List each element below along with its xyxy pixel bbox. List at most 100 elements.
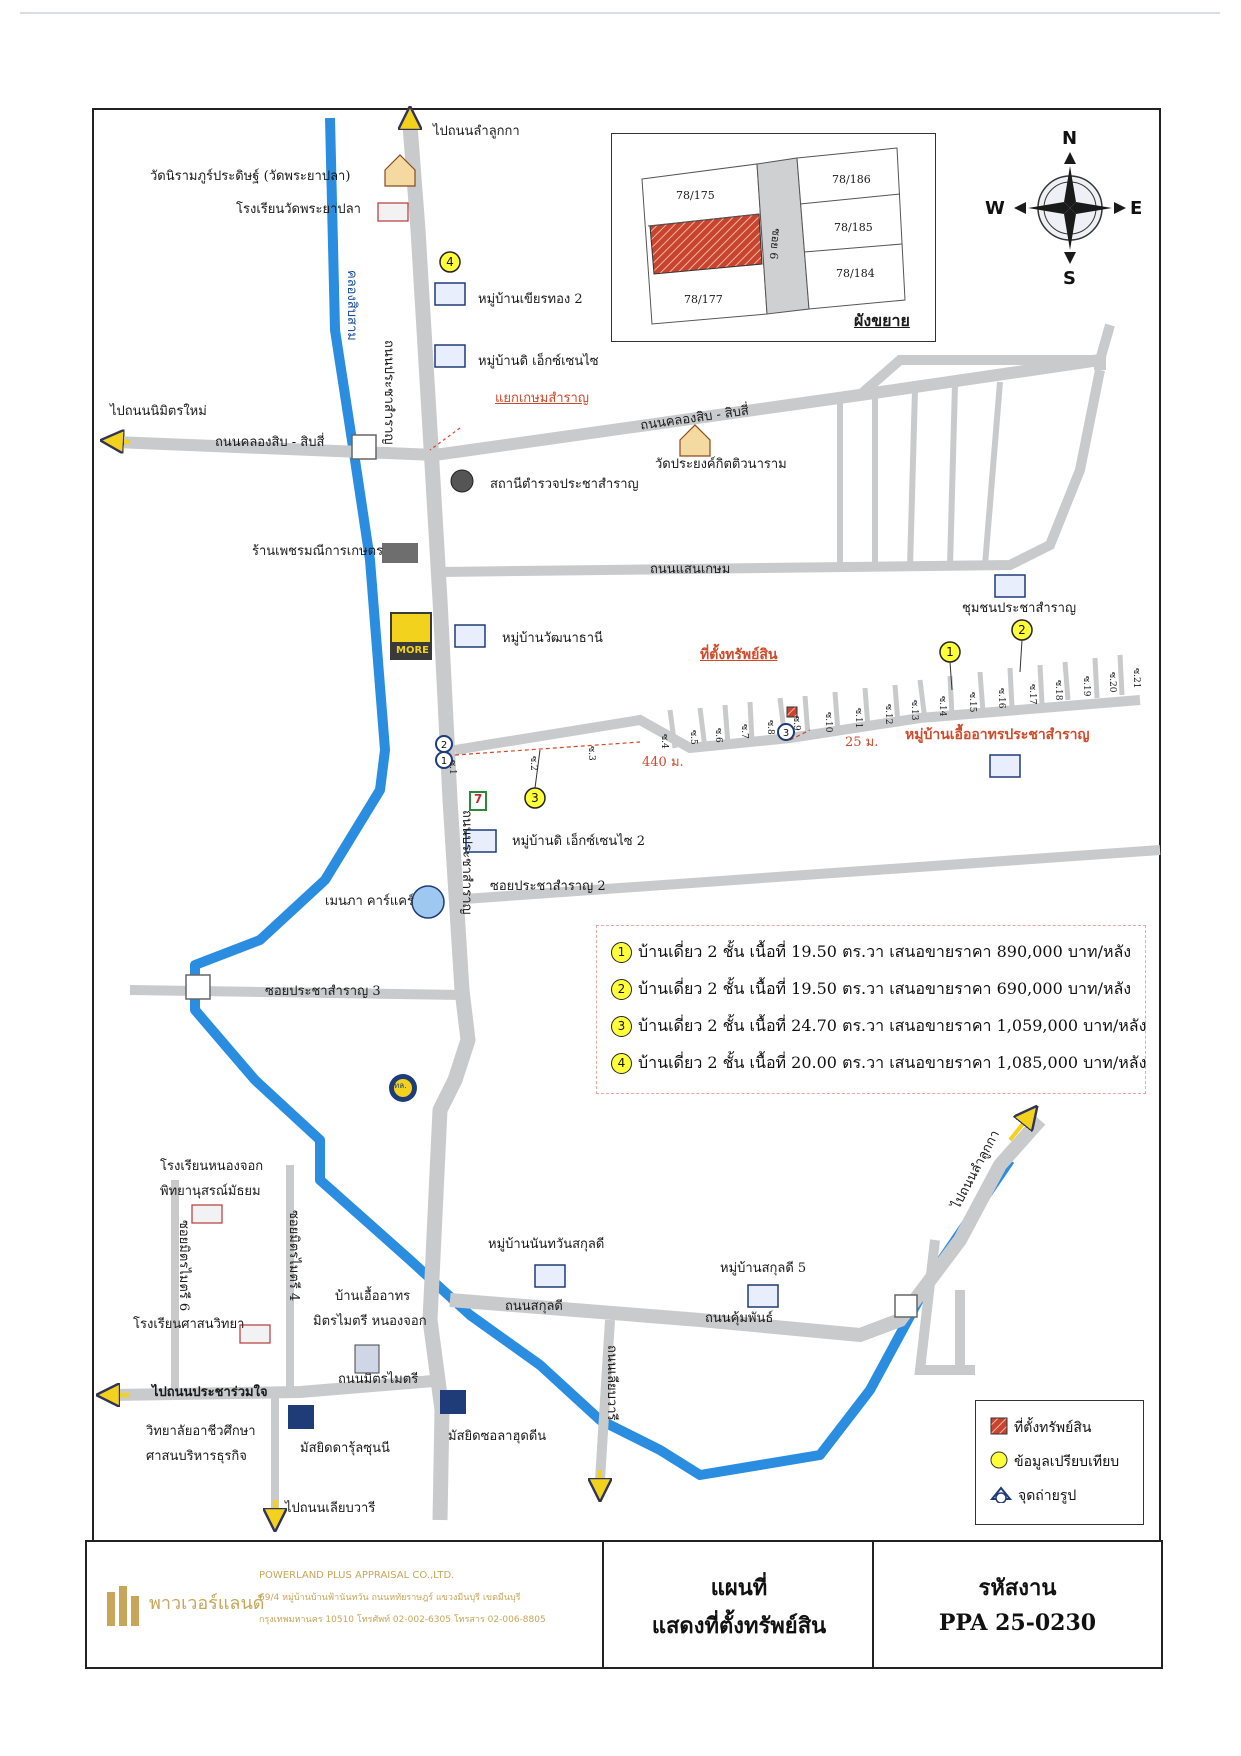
key-comparable-label: ข้อมูลเปรียบเทียบ (1014, 1454, 1120, 1470)
soi-label: ซ.20 (1107, 672, 1117, 693)
school-sasana-label: โรงเรียนศาสนวิทยา (133, 1317, 245, 1332)
seven-eleven-text: 7 (474, 792, 483, 806)
soi-label: ซ.17 (1027, 684, 1037, 705)
nursery-label: เมนภา คาร์แคร์ (325, 894, 414, 909)
svg-text:2: 2 (441, 740, 447, 751)
company-name: POWERLAND PLUS APPRAISAL CO.,LTD. (259, 1570, 455, 1581)
job-code-value: PPA 25-0230 (938, 1610, 1097, 1636)
svg-text:1: 1 (946, 645, 954, 659)
to-nimit-mai-label: ไปถนนนิมิตรใหม่ (110, 404, 207, 419)
nursery-icon (411, 885, 445, 919)
liap-wari-road-label: ถนนเลียบวารี (604, 1345, 619, 1421)
kum-phan-road-label: ถนนคุ้มพันธ์ (705, 1311, 774, 1326)
school-phra-ya-pla-label: โรงเรียนวัดพระยาปลา (236, 202, 361, 217)
road-soi-2 (449, 845, 1161, 905)
village-excellence-label: หมู่บ้านดิ เอ็กซ์เซนไซ (478, 354, 599, 369)
village-4-label: หมู่บ้านเขียรทอง 2 (478, 292, 583, 307)
soi-label: ซ.18 (1053, 680, 1063, 701)
soi-label: ซ.3 (586, 746, 596, 761)
property-hatch-icon (990, 1417, 1008, 1435)
intersection-label: แยกเกษมสำราญ (495, 391, 589, 406)
village-wattana-label: หมู่บ้านวัฒนาธานี (502, 631, 603, 646)
job-code-label: รหัสงาน (978, 1575, 1057, 1601)
soi-mit-maitri-6-label: ซอยมิตรไมตรี 6 (176, 1220, 191, 1312)
village-nanthawan-label: หมู่บ้านนันทวันสกุลดี (488, 1237, 605, 1252)
plot-78-186: 78/186 (832, 173, 871, 186)
wat-prayong-label: วัดประยงค์กิตติวนาราม (655, 457, 787, 472)
mosque-label-2: มัสยิดซอลาฮุดดีน (448, 1429, 547, 1444)
key-row-photo: จุดถ่ายรูป (989, 1485, 1076, 1507)
soi-label: ซ.13 (909, 700, 919, 721)
soi-label: ซ.19 (1081, 676, 1091, 697)
mosque-label-1: มัสยิดดารุ้ลซุนนี (300, 1441, 390, 1456)
comparable-number: 1 (611, 942, 632, 963)
comparable-text: บ้านเดี่ยว 2 ชั้น เนื้อที่ 24.70 ตร.วา เ… (638, 1016, 1147, 1035)
comparable-number: 2 (611, 979, 632, 1000)
soi-3-label: ซอยประชาสำราญ 3 (265, 984, 381, 999)
soi-label: ซ.14 (937, 696, 947, 717)
soi-label: ซ.15 (967, 692, 977, 713)
logo-text: พาวเวอร์แลนด์ (149, 1593, 265, 1614)
distance-25-label: 25 ม. (845, 735, 879, 750)
road-pracha-samran (402, 124, 476, 1521)
soi-label: ซ.5 (688, 730, 698, 745)
inset-plan: 78/175 78/177 78/186 78/185 78/184 ซอย 6… (611, 133, 936, 342)
distance-440-label: 440 ม. (642, 755, 684, 770)
svg-text:4: 4 (446, 255, 454, 269)
comparable-text: บ้านเดี่ยว 2 ชั้น เนื้อที่ 19.50 ตร.วา เ… (638, 979, 1132, 998)
mit-maitri-road-label: ถนนมิตรไมตรี (338, 1372, 419, 1387)
subject-village-label: หมู่บ้านเอื้ออาทรประชาสำราญ (905, 727, 1090, 743)
sakul-dee-road-label: ถนนสกุลดี (505, 1299, 563, 1314)
temple-icons (384, 154, 711, 457)
to-liap-wari-label: ไปถนนเลียบวารี (285, 1501, 376, 1516)
inset-title: ผังขยาย (854, 311, 910, 330)
comparable-row-3: 3 บ้านเดี่ยว 2 ชั้น เนื้อที่ 24.70 ตร.วา … (611, 1014, 1146, 1039)
road-subject-soi (454, 695, 1141, 755)
soi-label: ซ.10 (823, 712, 833, 733)
soi-label: ซ.16 (996, 688, 1006, 709)
soi-2-label: ซอยประชาสำราญ 2 (490, 879, 606, 894)
police-station-label: สถานีตำรวจประชาสำราญ (490, 477, 639, 492)
road-liap-wari (595, 1319, 615, 1481)
mosque-icon-2 (440, 1390, 466, 1414)
footer-code-cell: รหัสงาน PPA 25-0230 (872, 1542, 1161, 1667)
shop-label: ร้านเพชรมณีการเกษตร (252, 544, 384, 559)
comparable-number: 4 (611, 1053, 632, 1074)
plot-78-185: 78/185 (834, 221, 873, 234)
village-sakul-dee-label: หมู่บ้านสกุลดี 5 (720, 1261, 807, 1276)
mosque-icon-1 (288, 1405, 314, 1429)
soi-label: ซ.2 (528, 756, 538, 771)
compass-east: E (1130, 198, 1143, 219)
company-logo-icon (107, 1586, 139, 1626)
comparable-number: 3 (611, 1016, 632, 1037)
pracha-samran-road-label-lower: ถนนประชาสำราญ (459, 810, 474, 915)
footer: พาวเวอร์แลนด์ POWERLAND PLUS APPRAISAL C… (85, 1540, 1163, 1669)
photo-point-icons (435, 723, 795, 769)
map-key: ที่ตั้งทรัพย์สิน ข้อมูลเปรียบเทียบ จุดถ่… (975, 1400, 1144, 1525)
comparable-text: บ้านเดี่ยว 2 ชั้น เนื้อที่ 19.50 ตร.วา เ… (638, 942, 1132, 961)
plot-78-177: 78/177 (684, 293, 723, 306)
police-badge-text: ทล. (394, 1081, 407, 1090)
soi-label: ซ.7 (739, 724, 749, 739)
compass-south: S (1063, 268, 1076, 289)
svg-text:2: 2 (1018, 623, 1026, 637)
svg-text:3: 3 (783, 728, 789, 739)
soi-label: ซ.6 (713, 728, 723, 743)
cj-more-text: MORE (396, 645, 429, 656)
comparable-markers (439, 251, 1033, 809)
photo-point-icon (989, 1486, 1013, 1504)
company-address-2: กรุงเทพมหานคร 10510 โทรศัพท์ 02-002-6305… (259, 1615, 546, 1625)
property-marker (786, 706, 798, 718)
compass-west: W (985, 198, 1005, 219)
saen-kasem-road-label: ถนนแสนเกษม (650, 562, 731, 577)
footer-title-1: แผนที่ (710, 1575, 768, 1601)
school-icons (191, 202, 409, 1344)
baan-ua-label-2: มิตรไมตรี หนองจอก (313, 1314, 427, 1329)
house-icons (434, 282, 1026, 1308)
plot-78-175: 78/175 (676, 189, 715, 202)
soi-label: ซ.12 (883, 704, 893, 725)
police-station-icon (450, 469, 474, 493)
to-lam-luk-ka-label: ไปถนนลำลูกกา (433, 124, 520, 139)
comparable-row-1: 1 บ้านเดี่ยว 2 ชั้น เนื้อที่ 19.50 ตร.วา … (611, 940, 1131, 965)
